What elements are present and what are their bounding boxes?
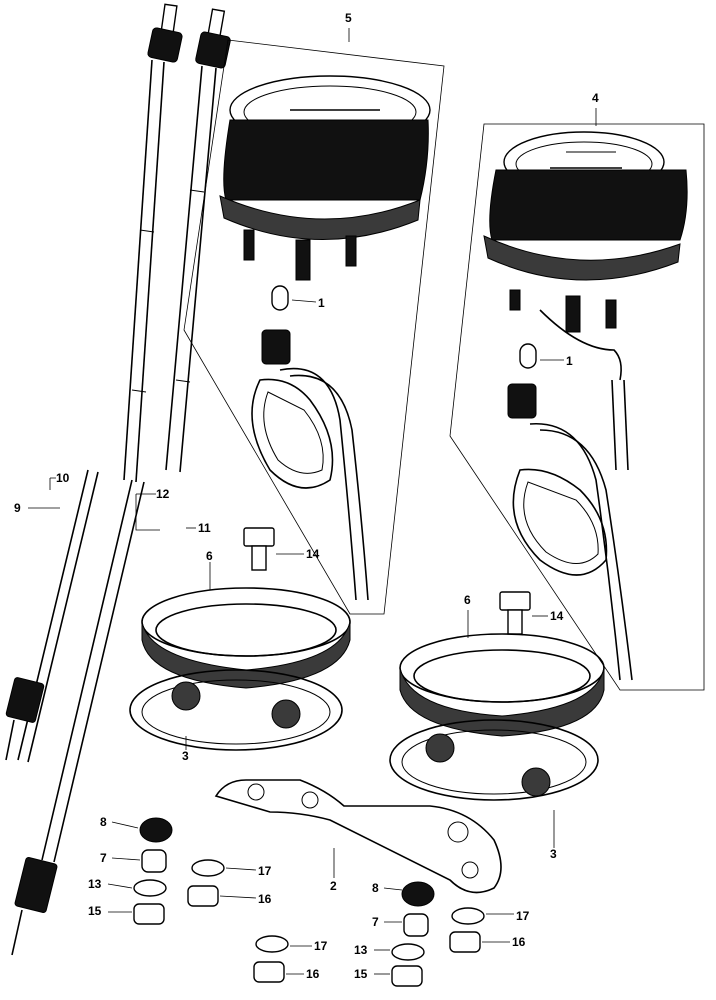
callout-1: 1 bbox=[566, 354, 573, 368]
nut bbox=[391, 965, 423, 987]
bulb bbox=[271, 285, 289, 311]
tachometer-cable bbox=[11, 8, 231, 956]
socket-wiring bbox=[507, 383, 633, 681]
leader-lines bbox=[28, 28, 597, 975]
callout-13: 13 bbox=[88, 877, 102, 891]
collar bbox=[141, 849, 167, 873]
callout-11: 11 bbox=[198, 521, 211, 535]
callout-5: 5 bbox=[345, 11, 352, 25]
rubber-grommet bbox=[401, 881, 435, 907]
callout-14: 14 bbox=[306, 547, 320, 561]
nut bbox=[449, 931, 481, 953]
meter-5-group-outline bbox=[183, 39, 445, 615]
washer bbox=[255, 935, 289, 953]
washer bbox=[451, 907, 485, 925]
callout-3: 3 bbox=[182, 749, 189, 763]
meter-cup bbox=[129, 669, 343, 751]
bolt bbox=[499, 591, 531, 635]
callout-14: 14 bbox=[550, 609, 564, 623]
speedometer-cable bbox=[5, 3, 183, 763]
meter-4-group-outline bbox=[449, 123, 705, 691]
callout-6: 6 bbox=[206, 549, 213, 563]
callout-17: 17 bbox=[516, 909, 530, 923]
washer bbox=[391, 943, 425, 961]
nut bbox=[253, 961, 285, 983]
callout-6: 6 bbox=[464, 593, 471, 607]
callout-1: 1 bbox=[318, 296, 325, 310]
washer bbox=[133, 879, 167, 897]
callout-3: 3 bbox=[550, 847, 557, 861]
callout-8: 8 bbox=[372, 881, 379, 895]
callout-9: 9 bbox=[14, 501, 21, 515]
nut bbox=[187, 885, 219, 907]
bulb bbox=[519, 343, 537, 369]
meter-ring bbox=[399, 633, 605, 737]
callout-16: 16 bbox=[512, 935, 526, 949]
callout-16: 16 bbox=[258, 892, 272, 906]
meter-cup bbox=[389, 719, 599, 801]
meter-bracket bbox=[214, 779, 502, 894]
callout-7: 7 bbox=[100, 851, 107, 865]
callout-17: 17 bbox=[314, 939, 328, 953]
callout-10: 10 bbox=[56, 471, 70, 485]
bolt bbox=[243, 527, 275, 571]
collar bbox=[403, 913, 429, 937]
callout-16: 16 bbox=[306, 967, 320, 981]
callout-7: 7 bbox=[372, 915, 379, 929]
callout-13: 13 bbox=[354, 943, 368, 957]
meter-ring bbox=[141, 587, 351, 689]
rubber-grommet bbox=[139, 817, 173, 843]
callout-2: 2 bbox=[330, 879, 337, 893]
callout-17: 17 bbox=[258, 864, 272, 878]
speedometer bbox=[219, 75, 431, 281]
callout-8: 8 bbox=[100, 815, 107, 829]
nut bbox=[133, 903, 165, 925]
callout-12: 12 bbox=[156, 487, 170, 501]
tachometer bbox=[483, 131, 688, 471]
socket-wiring bbox=[251, 329, 369, 601]
callout-15: 15 bbox=[354, 967, 368, 981]
callout-15: 15 bbox=[88, 904, 102, 918]
callout-4: 4 bbox=[592, 91, 599, 105]
washer bbox=[191, 859, 225, 877]
